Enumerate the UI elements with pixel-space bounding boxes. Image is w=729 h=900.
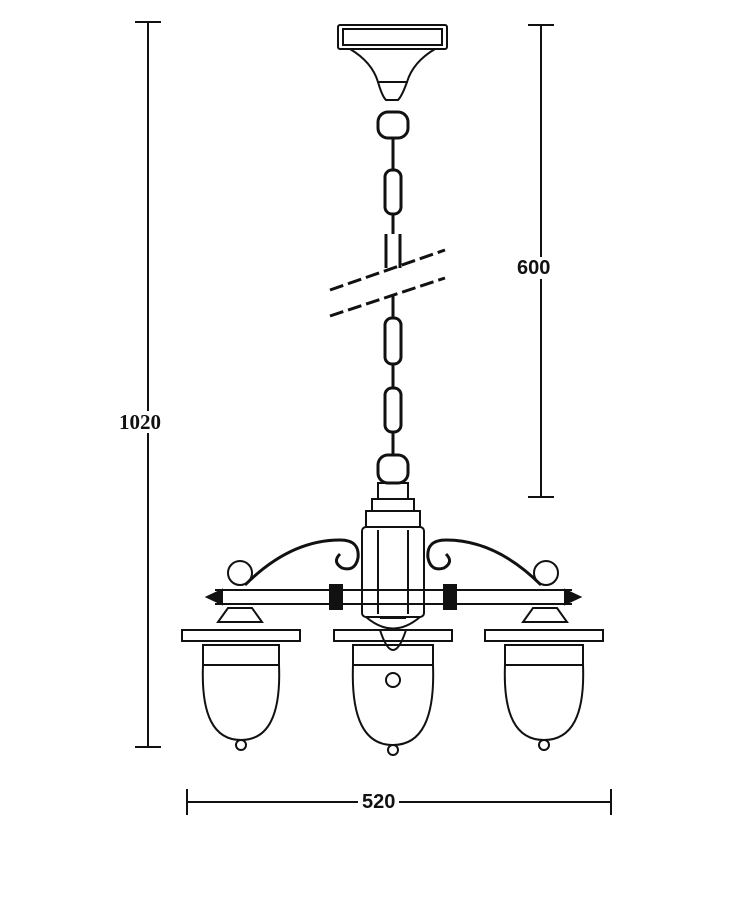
central-column — [361, 482, 425, 688]
chain-length-label: 600 — [513, 257, 555, 279]
lantern-center — [333, 617, 453, 756]
height-dimension-line — [135, 21, 161, 748]
total-height-label: 1020 — [115, 411, 165, 433]
arms — [204, 538, 583, 610]
chain — [376, 110, 410, 485]
width-label: 520 — [358, 791, 400, 813]
lantern-left — [181, 607, 301, 751]
chain-break-marks — [329, 248, 446, 318]
lantern-right — [484, 607, 604, 751]
ceiling-canopy — [337, 24, 448, 101]
